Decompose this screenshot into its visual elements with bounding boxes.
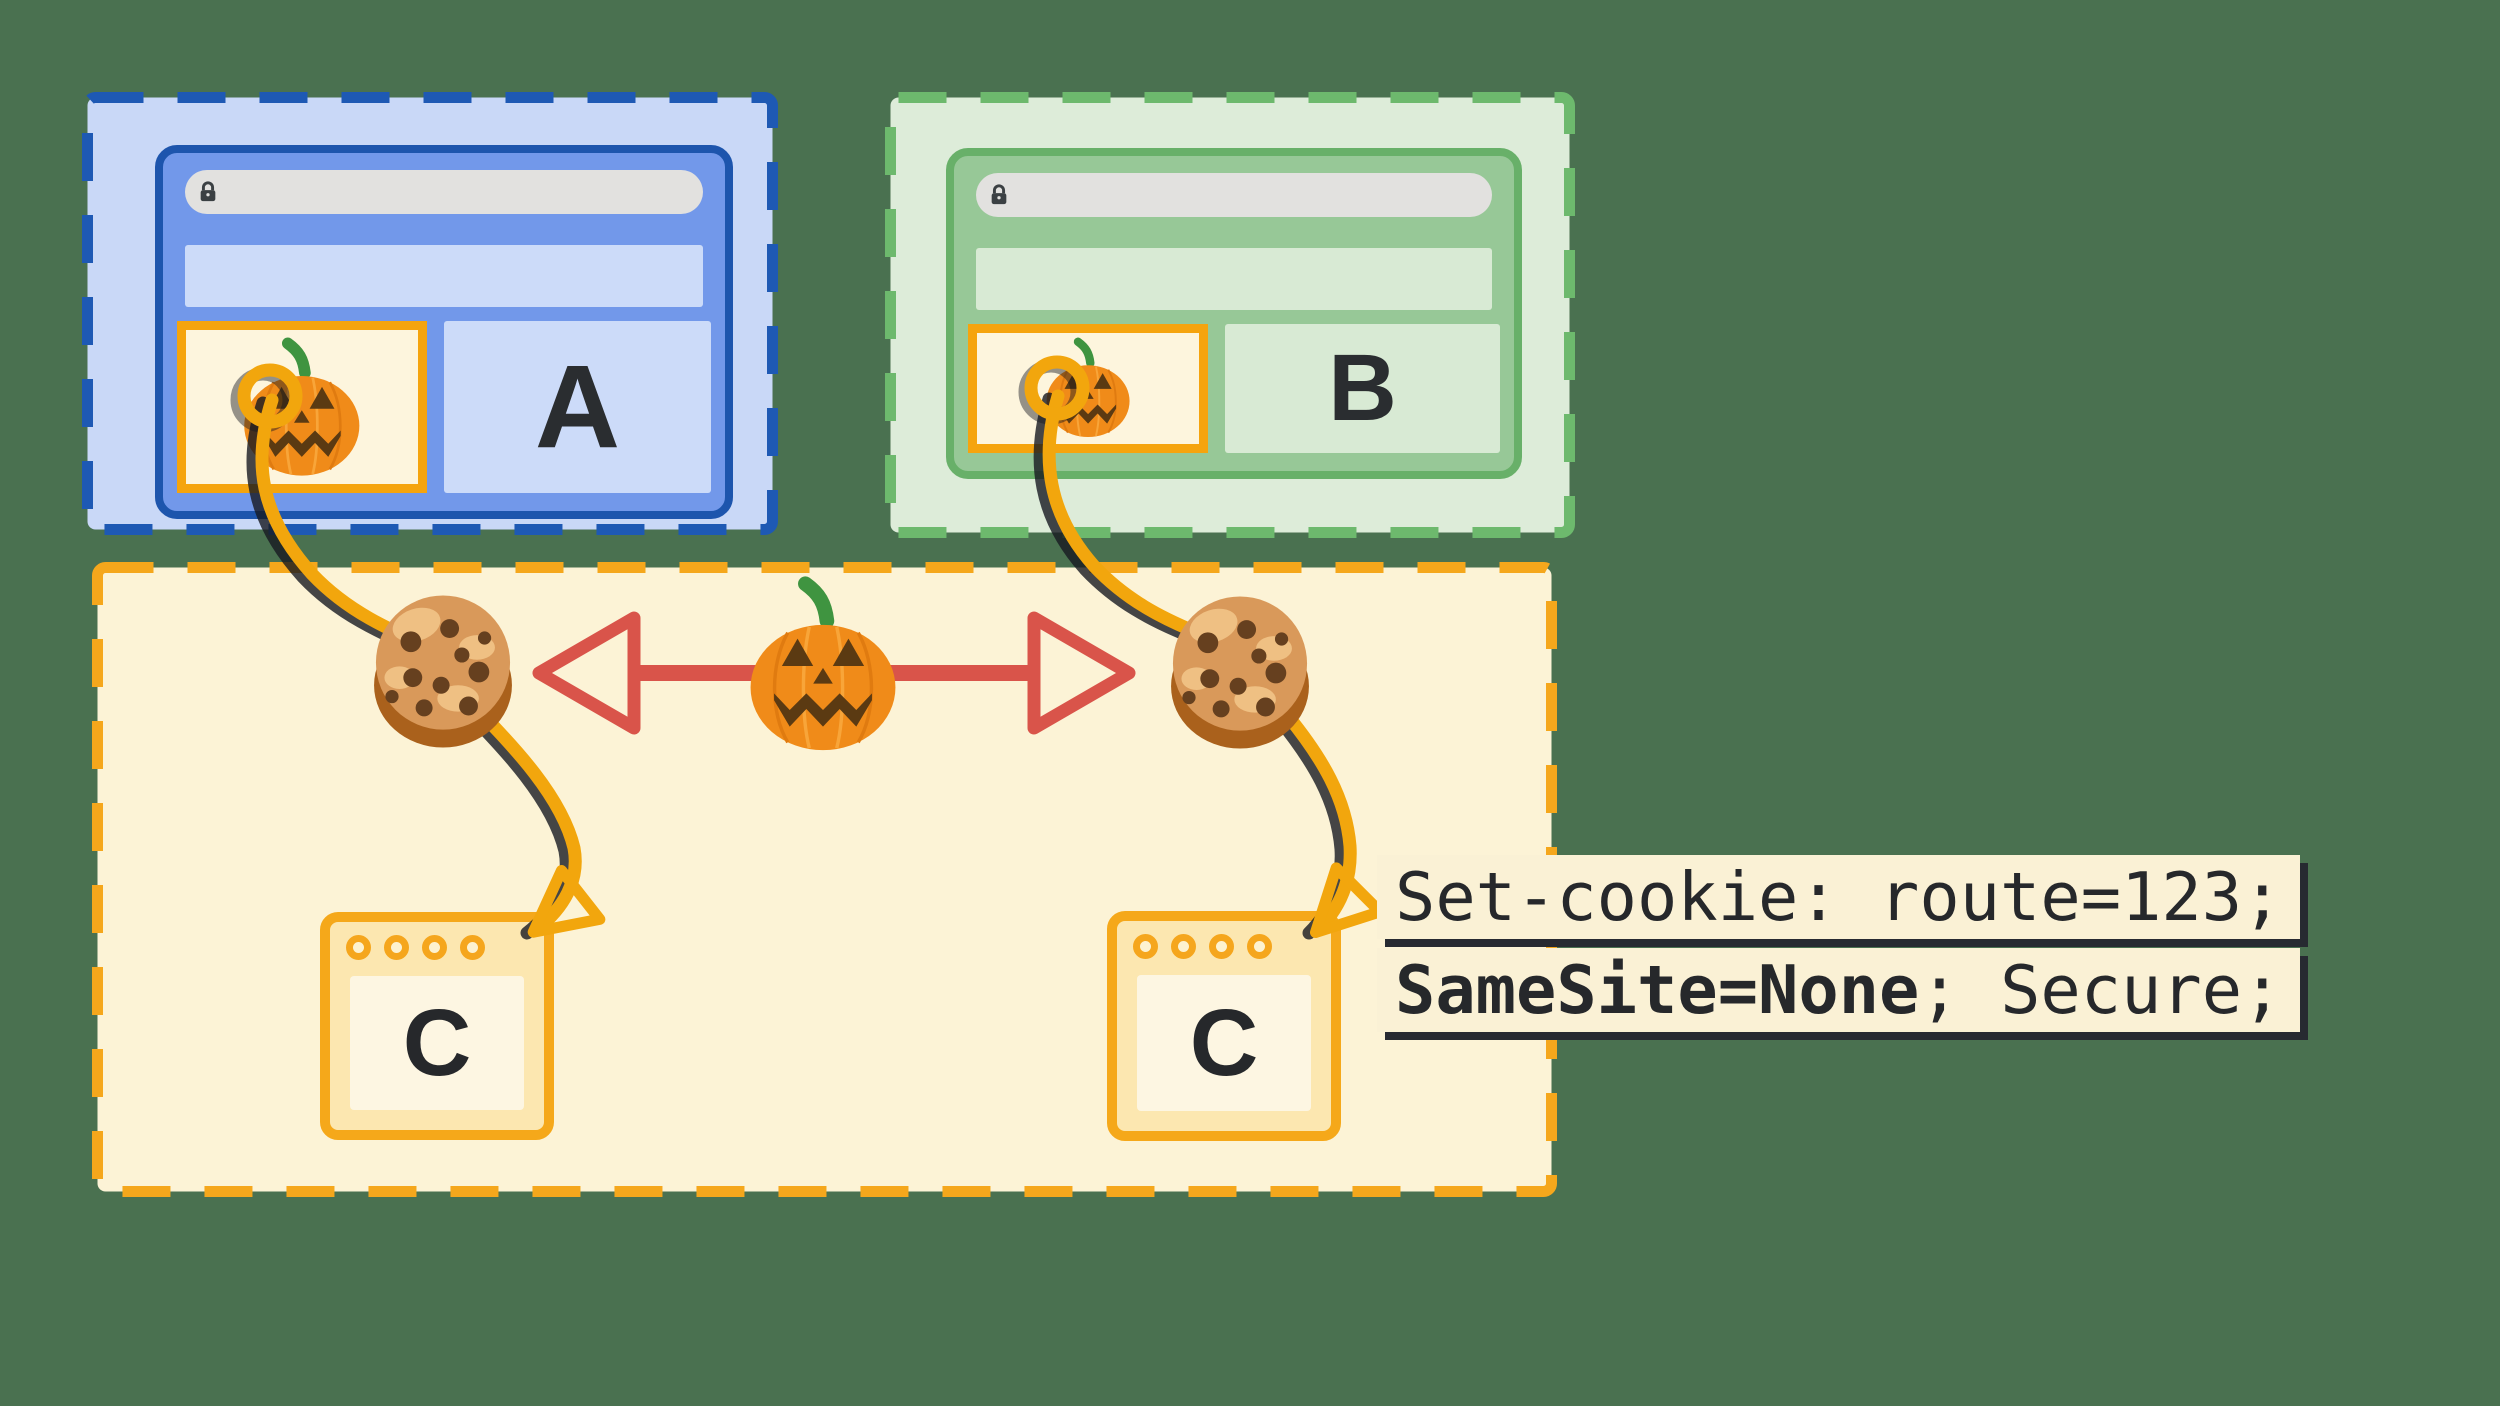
site-a-zone: A	[82, 92, 778, 535]
site-a-label: A	[444, 321, 711, 493]
set-cookie-code-line-2: SameSite=None; Secure;	[1377, 948, 2301, 1032]
window-dots-icon	[330, 922, 544, 963]
site-c-frame-left: C	[320, 912, 554, 1140]
browser-window-b: B	[946, 148, 1522, 479]
embedded-widget-iframe	[177, 321, 427, 493]
site-b-zone: B	[885, 92, 1575, 538]
lock-icon	[197, 179, 219, 205]
address-bar	[976, 173, 1492, 217]
window-dots-icon	[1117, 921, 1331, 962]
cookie-icon	[1155, 588, 1325, 758]
site-b-label: B	[1225, 324, 1500, 453]
lock-icon	[988, 182, 1010, 208]
code-text: Set-cookie: route=123;	[1395, 858, 2283, 936]
site-c-frame-right: C	[1107, 911, 1341, 1141]
page-content-bar	[976, 248, 1492, 310]
set-cookie-code-line-1: Set-cookie: route=123;	[1377, 855, 2301, 939]
pumpkin-icon	[224, 334, 380, 482]
code-text: ; Secure;	[1919, 951, 2283, 1029]
cookie-icon	[358, 587, 528, 757]
pumpkin-icon	[1032, 335, 1144, 442]
pumpkin-icon	[725, 572, 921, 758]
address-bar	[185, 170, 703, 214]
browser-window-a: A	[155, 145, 733, 519]
page-content-bar	[185, 245, 703, 307]
site-c-label: C	[350, 976, 524, 1110]
code-text-bold: SameSite=None	[1395, 951, 1920, 1029]
site-c-label: C	[1137, 975, 1311, 1111]
embedded-widget-iframe	[968, 324, 1208, 453]
